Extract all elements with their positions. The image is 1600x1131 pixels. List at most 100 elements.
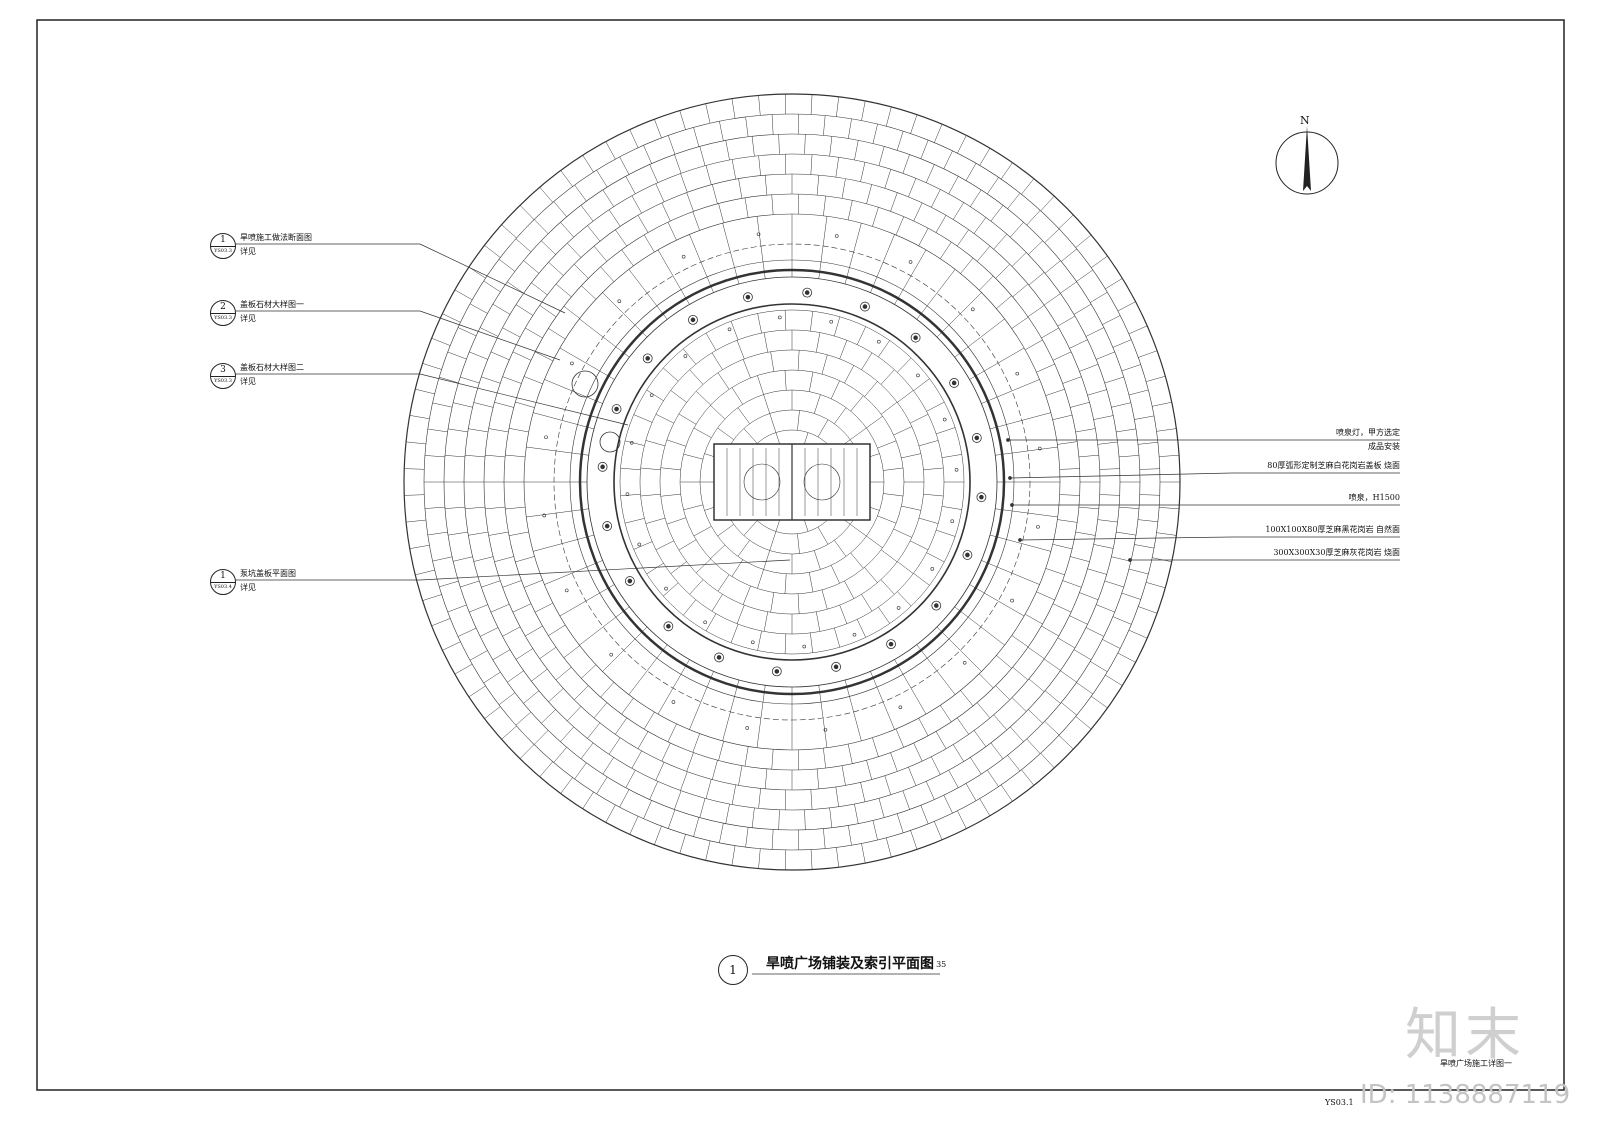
paving-joint (1073, 303, 1092, 315)
fountain-nozzle-core (951, 380, 957, 386)
cover-plate-joint (544, 560, 603, 585)
paving-joint (712, 184, 718, 204)
paving-joint (468, 685, 486, 698)
paving-joint (744, 197, 749, 218)
paving-joint (764, 768, 768, 789)
paving-joint (541, 709, 556, 724)
paving-joint (484, 706, 501, 719)
cover-plate-joint (559, 347, 615, 380)
paving-joint (453, 402, 473, 408)
paving-joint (847, 744, 853, 764)
north-arrow-needle (1303, 126, 1311, 191)
fountain-light (852, 632, 857, 637)
inner-paving-joint (678, 413, 697, 425)
paving-joint (719, 823, 724, 843)
paving-joint (1000, 784, 1013, 802)
paving-joint (667, 221, 677, 241)
inner-paving-joint (897, 390, 914, 403)
inner-plaza-edge (613, 303, 971, 661)
paving-joint (965, 783, 977, 801)
paving-joint (1012, 666, 1029, 681)
paving-joint (515, 556, 535, 563)
index-see: 详见 (240, 247, 256, 256)
paving-joint (1062, 580, 1082, 588)
inner-paving-joint (683, 348, 697, 365)
paving-joint (957, 810, 967, 829)
paving-joint (705, 779, 712, 799)
paving-joint (643, 145, 652, 164)
pump-pit-ring (803, 463, 841, 501)
inner-paving-joint (897, 357, 912, 373)
inner-paving-joint (844, 365, 855, 384)
paving-joint (1138, 350, 1158, 358)
inner-paving-joint (633, 541, 653, 550)
paving-joint (468, 428, 489, 433)
paving-joint (1078, 506, 1099, 510)
paving-joint (1097, 441, 1118, 445)
cover-plate-joint (579, 606, 630, 646)
paving-joint (829, 136, 833, 157)
paving-joint (649, 781, 659, 800)
fountain-nozzle (611, 404, 622, 414)
inner-paving-joint (757, 569, 764, 589)
inner-paving-joint (770, 351, 775, 372)
paving-joint (494, 556, 514, 562)
note-leader-dot (1010, 503, 1014, 507)
paving-joint (649, 164, 659, 183)
fountain-nozzle-core (604, 523, 610, 529)
inner-paving-joint (666, 517, 686, 525)
paving-joint (1061, 248, 1077, 262)
fountain-nozzle (602, 521, 613, 531)
paving-joint (973, 730, 987, 747)
fountain-nozzle (771, 666, 782, 677)
fountain-nozzle-core (745, 294, 751, 300)
inner-paving-joint (864, 381, 878, 397)
paving-joint (1075, 234, 1092, 248)
fountain-nozzle (962, 550, 973, 560)
paving-joint (582, 155, 594, 173)
paving-joint (948, 176, 959, 194)
inner-paving-joint (830, 380, 840, 399)
fountain-nozzle-core (774, 669, 780, 674)
paving-joint (615, 229, 628, 247)
cover-plate-joint (579, 318, 630, 358)
paving-joint (996, 295, 1012, 309)
paving-joint (490, 351, 510, 361)
paving-joint (605, 804, 616, 823)
paving-joint (995, 685, 1010, 700)
cover-plate-joint (844, 223, 862, 285)
paving-joint (835, 786, 839, 807)
paving-joint (1069, 339, 1088, 349)
paving-joint (990, 205, 1004, 222)
fountain-nozzle-core (888, 641, 894, 647)
cover-plate-joint (870, 234, 895, 293)
paving-joint (548, 688, 564, 702)
paving-joint (480, 327, 499, 337)
paving-joint (1069, 615, 1088, 625)
paving-joint (1061, 702, 1077, 716)
paving-joint (602, 757, 614, 775)
paving-joint (987, 177, 999, 195)
paving-joint (563, 306, 580, 319)
paving-joint (956, 229, 969, 247)
paving-joint (758, 95, 761, 116)
note-leader (1019, 536, 1233, 541)
cover-plate-joint (936, 626, 982, 672)
paving-joint (512, 603, 532, 613)
paving-joint (531, 668, 548, 682)
paving-joint (1044, 721, 1060, 736)
inner-paving-joint (737, 540, 750, 557)
drain-point (1037, 446, 1042, 451)
paving-joint (1139, 468, 1160, 470)
inner-paving-joint (717, 574, 730, 592)
paving-joint (935, 215, 947, 233)
inner-paving-joint (730, 624, 739, 643)
paving-joint (539, 187, 553, 203)
paving-joint (910, 114, 918, 134)
paving-joint (751, 807, 755, 828)
paving-joint (619, 789, 630, 808)
paving-joint (1059, 494, 1080, 496)
index-see: 详见 (240, 583, 256, 592)
drawing-title: 旱喷广场铺装及索引平面图 (766, 956, 934, 972)
inner-paving-joint (730, 321, 739, 340)
